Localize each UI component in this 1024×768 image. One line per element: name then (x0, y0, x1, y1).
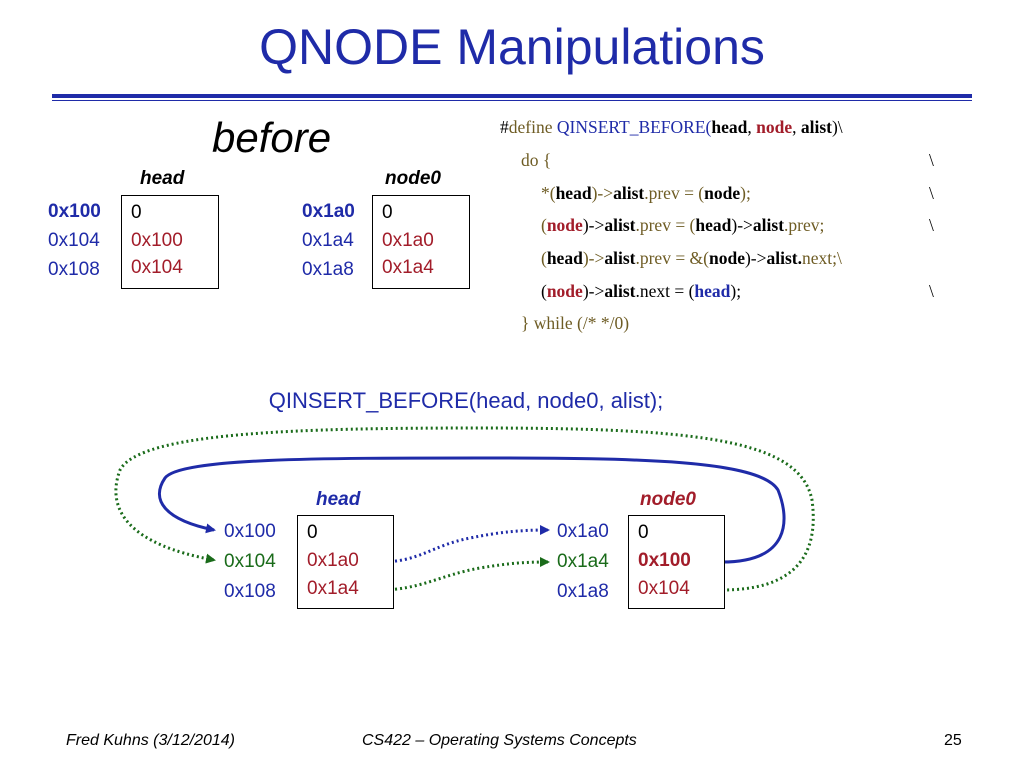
before-node0-val-0: 0 (382, 202, 393, 223)
after-head-val-2: 0x1a4 (307, 578, 359, 599)
after-head-val-0: 0 (307, 522, 318, 543)
macro-line-5: (head)->alist.prev = &(node)->alist.next… (541, 248, 842, 268)
before-node0-struct-box (372, 195, 470, 289)
title-rule-thin (52, 100, 972, 101)
slide-title: QNODE Manipulations (259, 19, 765, 75)
arrow-head-prev-to-node0-alist (379, 557, 550, 592)
after-node0-addr-0: 0x1a0 (557, 521, 609, 542)
macro-line-4-continuation: \ (929, 215, 934, 235)
after-node0-addr-2: 0x1a8 (557, 581, 609, 602)
after-head-struct-box (297, 515, 394, 609)
after-head-label: head (316, 489, 361, 510)
before-head-addr-2: 0x108 (48, 259, 100, 280)
macro-line-3-continuation: \ (929, 183, 934, 203)
before-node0-addr-2: 0x1a8 (302, 259, 354, 280)
after-node0-addr-1: 0x1a4 (557, 551, 609, 572)
footer-course: CS422 – Operating Systems Concepts (362, 732, 637, 749)
before-head-struct-box (121, 195, 219, 289)
after-head-addr-0: 0x100 (224, 521, 276, 542)
title-rule-thick (52, 94, 972, 98)
macro-line-3: *(head)->alist.prev = (node); (541, 183, 751, 203)
before-label: before (212, 114, 332, 161)
footer-author: Fred Kuhns (3/12/2014) (66, 732, 235, 749)
before-head-val-1: 0x100 (131, 230, 183, 251)
after-head-addr-1: 0x104 (224, 551, 276, 572)
macro-line-define: #define QINSERT_BEFORE(head, node, alist… (500, 117, 843, 137)
before-head-label: head (140, 168, 185, 189)
before-head-addr-1: 0x104 (48, 230, 100, 251)
macro-line-do-continuation: \ (929, 150, 934, 170)
arrow-head-next-to-node0 (379, 525, 550, 564)
after-node0-label: node0 (640, 489, 696, 510)
footer-page-number: 25 (944, 732, 962, 749)
macro-line-6-continuation: \ (929, 281, 934, 301)
after-node0-val-0: 0 (638, 522, 649, 543)
before-node0-val-1: 0x1a0 (382, 230, 434, 251)
before-head-val-2: 0x104 (131, 257, 183, 278)
before-node0-label: node0 (385, 168, 441, 189)
after-node0-val-1: 0x100 (638, 550, 691, 571)
macro-line-4: (node)->alist.prev = (head)->alist.prev; (541, 215, 825, 235)
before-node0-addr-0: 0x1a0 (302, 201, 355, 222)
before-node0-val-2: 0x1a4 (382, 257, 434, 278)
arrow-node0-prev-to-head (158, 456, 786, 564)
before-node0-addr-1: 0x1a4 (302, 230, 354, 251)
macro-call-line: QINSERT_BEFORE(head, node0, alist); (268, 388, 664, 413)
after-node0-val-2: 0x104 (638, 578, 690, 599)
before-head-addr-0: 0x100 (48, 201, 101, 222)
after-node0-struct-box (628, 515, 725, 609)
after-head-val-1: 0x1a0 (307, 550, 359, 571)
arrow-node0-next-to-head-alist (114, 426, 815, 592)
before-head-val-0: 0 (131, 202, 142, 223)
macro-line-6: (node)->alist.next = (head); (541, 281, 742, 301)
after-head-addr-2: 0x108 (224, 581, 276, 602)
macro-line-do: do { (521, 150, 552, 170)
macro-line-while: } while (/* */0) (521, 313, 630, 333)
